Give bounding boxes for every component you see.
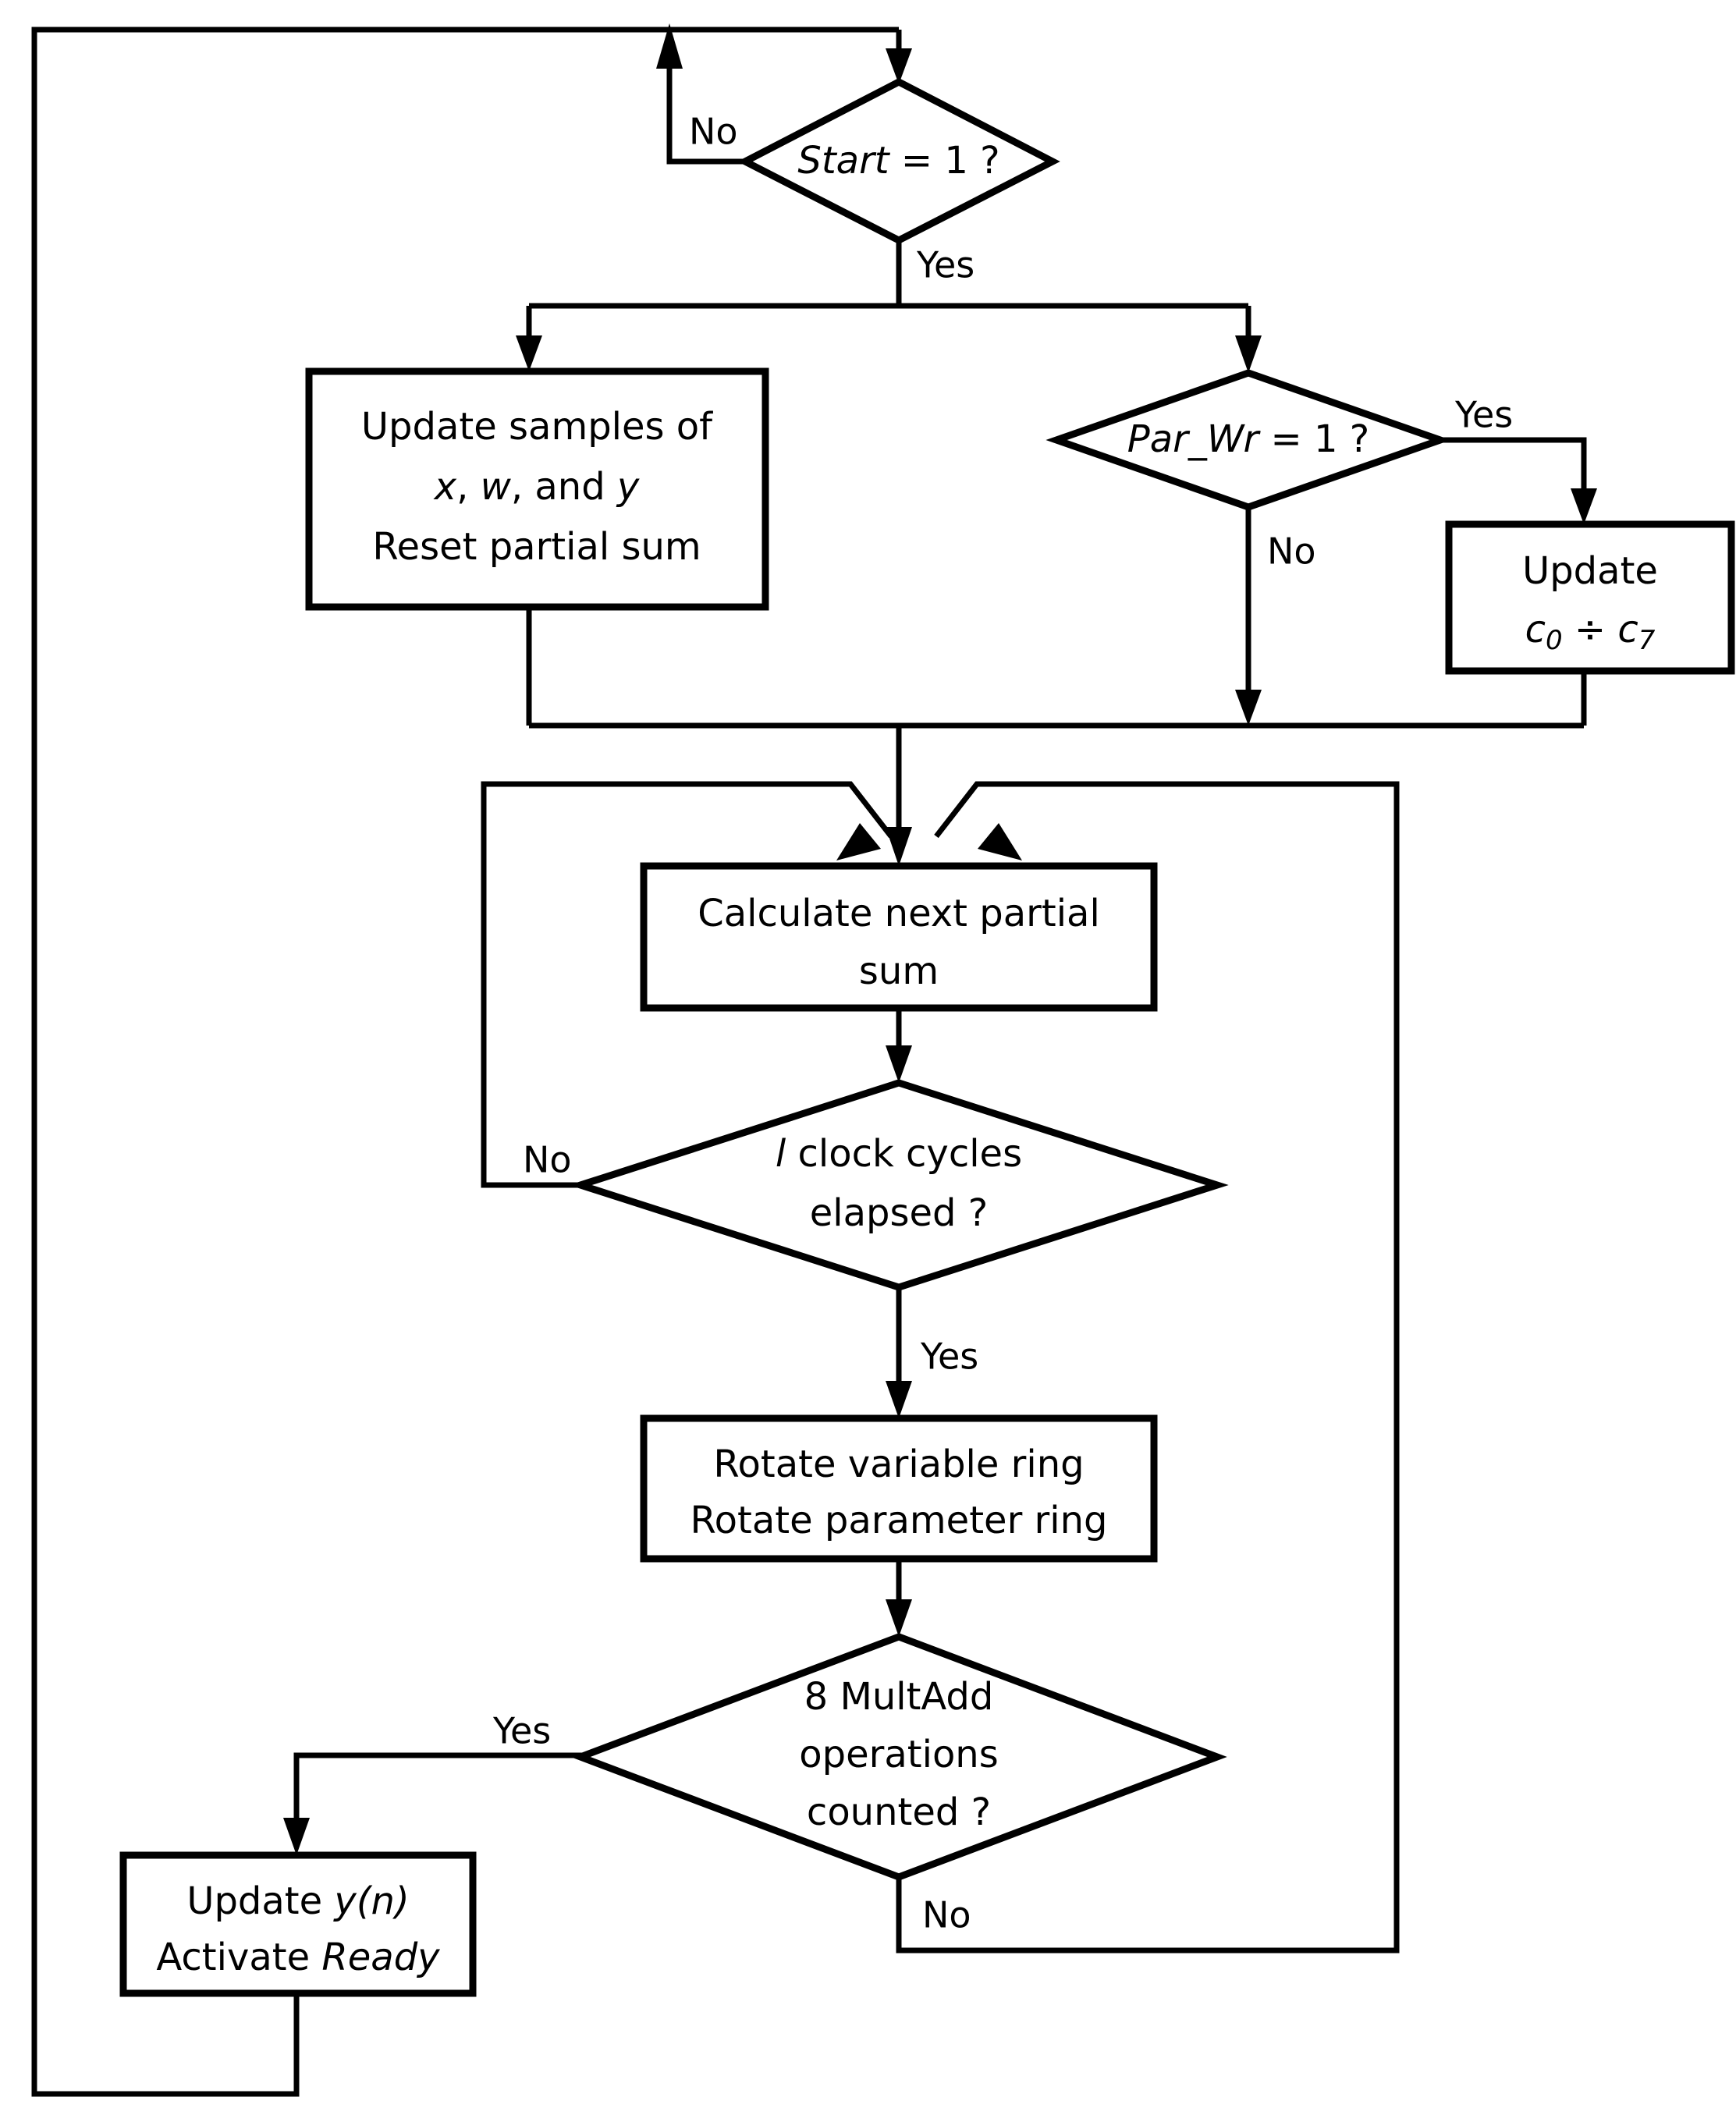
edge-label-multadd-yes: Yes [492,1710,551,1752]
update-output-ready: Ready [321,1936,440,1979]
update-samples-var-w: w [481,465,512,509]
edge-merge-to-calc [886,726,912,866]
edge-label-clock-yes: Yes [920,1336,978,1378]
node-start-decision[interactable]: Start = 1 ? [737,77,1060,245]
edge-start-no [656,23,744,165]
rotate-line2: Rotate parameter ring [690,1499,1107,1542]
edge-start-yes [516,239,1262,373]
node-multadd-decision[interactable]: 8 MultAdd operations counted ? [570,1633,1227,1881]
update-samples-line1: Update samples of [361,405,713,449]
update-output-prefix: Update [186,1879,334,1923]
edge-calc-to-clock [886,1008,912,1083]
edge-top-into-start [886,30,912,84]
svg-text:Update y(n): Update y(n) [186,1879,409,1923]
update-samples-var-y: y [616,465,640,509]
edge-label-start-yes: Yes [916,244,975,286]
multadd-line1: 8 MultAdd [804,1675,994,1719]
coeff-c7: c [1617,608,1638,651]
start-decision-italic: Start [797,139,890,183]
clock-cycles-line2: elapsed ? [810,1191,989,1235]
update-samples-sep1: , [456,465,481,509]
multadd-line3: counted ? [807,1790,991,1834]
edge-label-parwr-no: No [1267,531,1316,573]
update-samples-var-x: x [433,465,457,509]
node-update-samples[interactable]: Update samples of x, w, and y Reset part… [305,367,769,611]
edge-label-parwr-yes: Yes [1454,394,1513,436]
node-clock-cycles-decision[interactable]: l clock cycles elapsed ? [569,1079,1229,1291]
edge-parwr-no [1235,507,1262,726]
calc-line1: Calculate next partial [698,892,1100,935]
node-update-output[interactable]: Update y(n) Activate Ready [119,1851,477,1997]
edge-clock-yes [886,1287,912,1418]
edge-label-multadd-no: No [922,1894,971,1936]
calc-line2: sum [859,949,939,993]
coeff-c0: c [1525,608,1546,651]
coeff-c0-sub: 0 [1546,625,1563,656]
rotate-line1: Rotate variable ring [713,1443,1084,1486]
edge-parwr-yes [1440,437,1597,524]
par-wr-rest: = 1 ? [1259,417,1369,461]
svg-text:Par_Wr = 1 ?: Par_Wr = 1 ? [1127,417,1369,461]
start-decision-rest: = 1 ? [889,139,1000,183]
edge-label-start-no: No [689,111,738,153]
edge-label-clock-no: No [523,1139,572,1181]
edge-multadd-no-loopback [896,781,1400,1954]
update-samples-sep2: , and [511,465,617,509]
node-rotate-rings[interactable]: Rotate variable ring Rotate parameter ri… [640,1414,1158,1563]
coeff-c7-sub: 7 [1638,625,1656,656]
clock-cycles-italic-l: l [776,1132,786,1176]
svg-text:Start = 1 ?: Start = 1 ? [797,139,999,183]
edge-rotate-to-multadd [886,1559,912,1637]
node-calculate-partial-sum[interactable]: Calculate next partial sum [640,862,1158,1012]
svg-text:c0 ÷ c7: c0 ÷ c7 [1525,608,1656,656]
update-samples-line3: Reset partial sum [372,525,701,569]
par-wr-italic: Par_Wr [1127,417,1262,461]
multadd-line2: operations [799,1733,998,1776]
edge-output-to-start [31,27,899,2097]
svg-text:l clock cycles: l clock cycles [776,1132,1022,1176]
coeff-divide-symbol: ÷ [1563,608,1618,651]
svg-text:Activate Ready: Activate Ready [156,1936,440,1979]
svg-text:x, w, and y: x, w, and y [433,465,640,509]
edge-multadd-yes [283,1752,584,1855]
edge-clock-no-loopback [481,781,893,1188]
node-par-wr-decision[interactable]: Par_Wr = 1 ? [1046,369,1451,511]
node-update-coefficients[interactable]: Update c0 ÷ c7 [1445,520,1735,675]
update-output-yn: y(n) [332,1879,409,1923]
update-coeffs-line1: Update [1522,549,1658,593]
clock-cycles-line1-rest: clock cycles [786,1132,1022,1176]
update-output-activate: Activate [156,1936,321,1979]
